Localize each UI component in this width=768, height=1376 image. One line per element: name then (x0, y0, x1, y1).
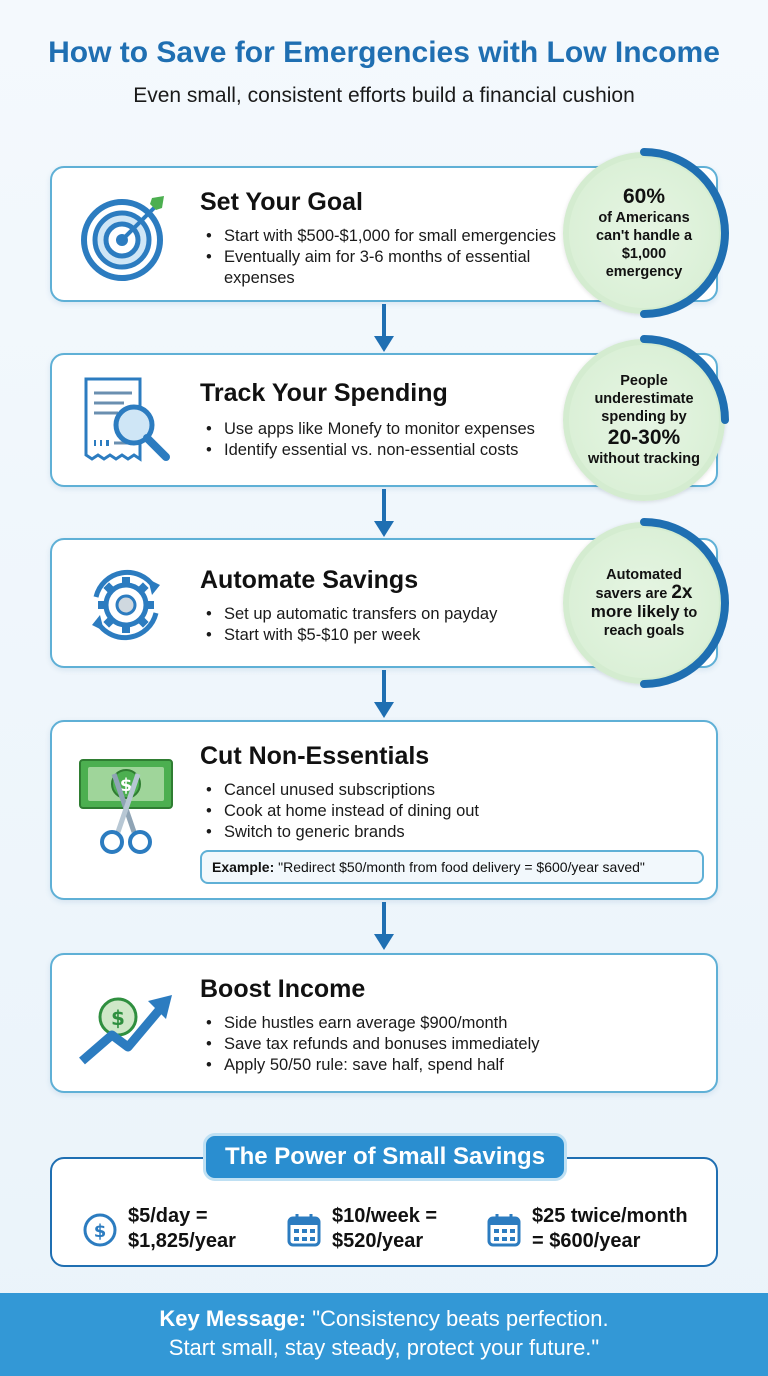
page-subtitle: Even small, consistent efforts build a f… (133, 84, 635, 107)
key-message-line: Key Message: "Consistency beats perfecti… (0, 1304, 768, 1333)
power-title: The Power of Small Savings (203, 1133, 567, 1181)
stat-figure: 60% (622, 185, 666, 208)
step-bullets: Side hustles earn average $900/month Sav… (204, 1013, 540, 1076)
bullet-item: Save tax refunds and bonuses immediately (204, 1034, 540, 1055)
key-message-line: Start small, stay steady, protect your f… (168, 1335, 600, 1360)
stat-caption: Automated savers are (595, 567, 682, 602)
step-title: Automate Savings (200, 566, 419, 594)
key-message-banner: Key Message: "Consistency beats perfecti… (0, 1293, 768, 1376)
power-item-text: $25 twice/month = $600/year (532, 1204, 688, 1254)
target-icon (78, 188, 174, 284)
power-item-line: $520/year (332, 1230, 424, 1252)
bullet-item: Set up automatic transfers on payday (204, 604, 497, 625)
step-bullets: Use apps like Monefy to monitor expenses… (204, 419, 535, 461)
step-card-boost-income: $ Boost Income Side hustles earn average… (50, 953, 718, 1093)
svg-text:$: $ (111, 1006, 125, 1030)
stat-text: 60% of Americans can't handle a $1,000 e… (587, 185, 701, 281)
stat-caption: of Americans can't handle a $1,000 emerg… (595, 210, 693, 280)
down-arrow-icon (372, 489, 396, 539)
step-card-cut-non-essentials: $ Cut Non-Essentials Cancel unused subsc… (50, 720, 718, 900)
stat-figure: 20-30% (607, 426, 681, 449)
bullet-item: Side hustles earn average $900/month (204, 1013, 540, 1034)
stat-caption: to reach goals (603, 605, 698, 639)
calendar-icon (286, 1212, 322, 1248)
bullet-item: Cook at home instead of dining out (204, 801, 479, 822)
stat-circle-goal: 60% of Americans can't handle a $1,000 e… (563, 148, 729, 318)
step-bullets: Set up automatic transfers on payday Sta… (204, 604, 497, 646)
power-item-line: $10/week = (332, 1205, 438, 1227)
key-message-label: Key Message: (159, 1306, 307, 1331)
power-item-text: $10/week = $520/year (332, 1204, 437, 1254)
money-scissors-icon: $ (78, 750, 174, 854)
bullet-item: Cancel unused subscriptions (204, 780, 479, 801)
bullet-item: expenses (224, 269, 295, 287)
bullet-item: Identify essential vs. non-essential cos… (204, 440, 535, 461)
down-arrow-icon (372, 902, 396, 952)
example-text: "Redirect $50/month from food delivery =… (278, 859, 645, 875)
dollar-coin-icon: $ (82, 1212, 118, 1248)
down-arrow-icon (372, 670, 396, 720)
gear-cycle-icon (78, 557, 174, 653)
step-title: Cut Non-Essentials (200, 742, 430, 770)
svg-text:$: $ (94, 1221, 107, 1242)
example-label: Example: (212, 859, 275, 875)
power-item-line: $1,825/year (128, 1230, 236, 1252)
bullet-item: Eventually aim for 3-6 months of essenti… (204, 247, 556, 268)
example-box: Example: "Redirect $50/month from food d… (200, 850, 704, 884)
stat-figure: 2x (671, 582, 693, 603)
stat-text: People underestimate spending by 20-30% … (587, 372, 701, 468)
step-title: Set Your Goal (200, 188, 364, 216)
trend-up-coin-icon: $ (78, 975, 174, 1071)
page-title: How to Save for Emergencies with Low Inc… (48, 36, 720, 69)
stat-text: Automated savers are 2x more likely to r… (587, 566, 701, 640)
step-title: Boost Income (200, 975, 366, 1003)
down-arrow-icon (372, 304, 396, 354)
bullet-item: Start with $500-$1,000 for small emergen… (204, 226, 556, 247)
bullet-item: Start with $5-$10 per week (204, 625, 497, 646)
stat-emphasis: more likely (590, 602, 680, 621)
key-message-text: "Consistency beats perfection. (312, 1306, 609, 1331)
power-item-line: $25 twice/month (532, 1205, 688, 1227)
power-item-line: = $600/year (532, 1230, 641, 1252)
bullet-item: Switch to generic brands (204, 822, 479, 843)
stat-circle-automate: Automated savers are 2x more likely to r… (563, 518, 729, 688)
step-bullets: Start with $500-$1,000 for small emergen… (204, 226, 556, 289)
stat-caption: without tracking (588, 451, 700, 467)
step-title: Track Your Spending (200, 379, 448, 407)
bullet-item: Use apps like Monefy to monitor expenses (204, 419, 535, 440)
calendar-icon (486, 1212, 522, 1248)
step-bullets: Cancel unused subscriptions Cook at home… (204, 780, 479, 843)
bullet-item: Apply 50/50 rule: save half, spend half (204, 1055, 540, 1076)
stat-caption: People underestimate spending by (594, 373, 694, 425)
power-item-line: $5/day = (128, 1205, 208, 1227)
stat-circle-tracking: People underestimate spending by 20-30% … (563, 335, 729, 501)
receipt-magnifier-icon (78, 373, 174, 469)
power-item-text: $5/day = $1,825/year (128, 1204, 236, 1254)
svg-text:$: $ (120, 775, 133, 796)
